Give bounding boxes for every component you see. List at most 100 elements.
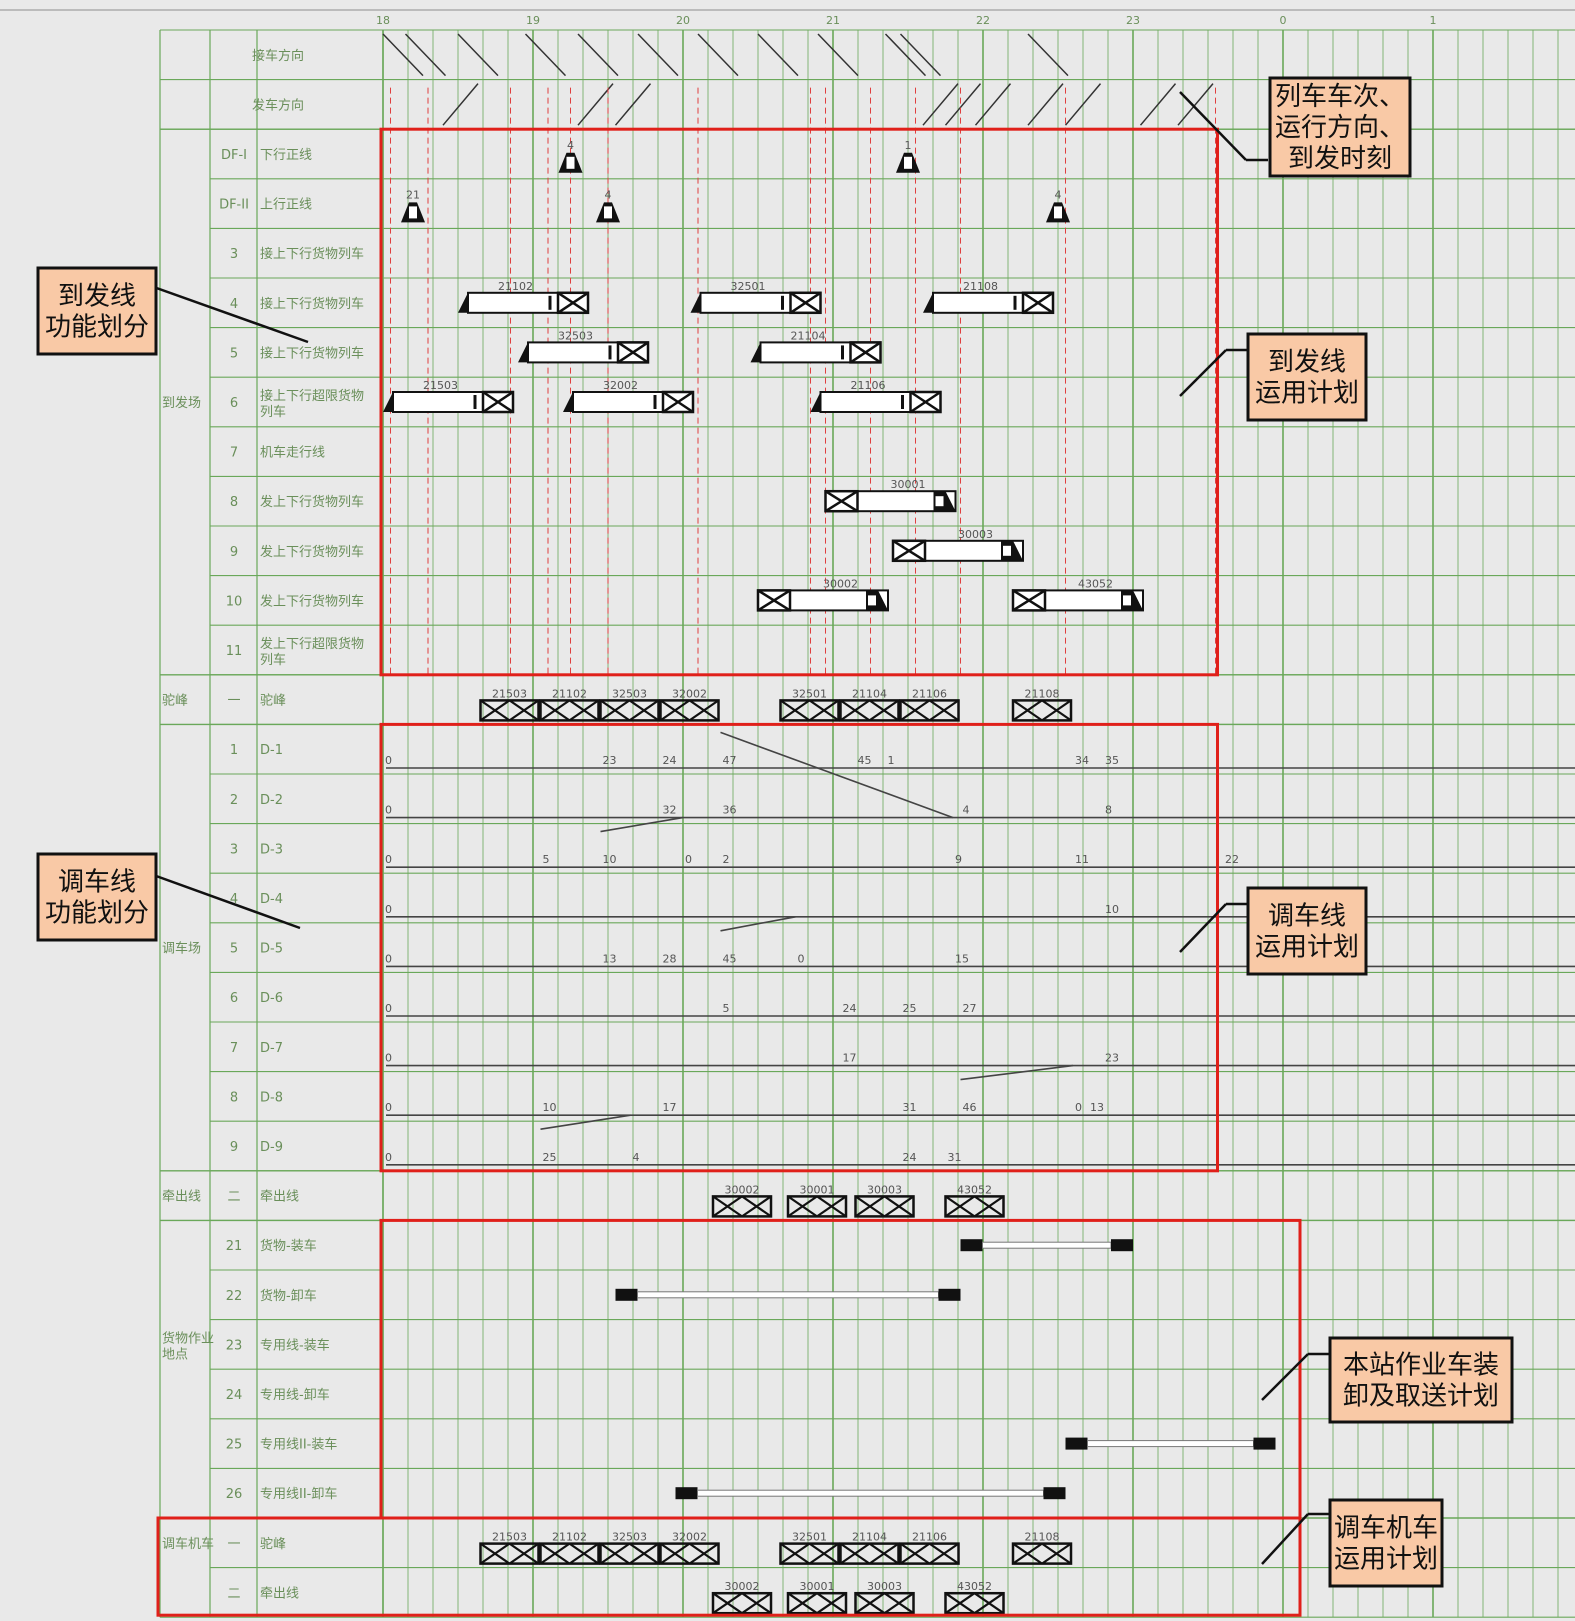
track-number: 一 [227, 694, 240, 709]
track-number: 7 [230, 1041, 238, 1056]
yard-car-count: 0 [1075, 1101, 1082, 1114]
callout-text: 调车机车 [1334, 1514, 1438, 1544]
hour-label: 1 [1430, 14, 1437, 27]
yard-car-count: 45 [858, 754, 872, 767]
track-name: 专用线II-装车 [260, 1437, 337, 1453]
yard-car-count: 24 [903, 1151, 917, 1164]
group-label: 驼峰 [162, 693, 188, 709]
yard-car-count: 0 [385, 903, 392, 916]
arrival-train-number: 21102 [498, 280, 533, 293]
callout-box [36, 852, 158, 942]
arrival-wedge [923, 292, 933, 313]
departure-direction-arrow [442, 83, 479, 126]
callout-box [36, 266, 158, 356]
main-line-mark-window [409, 206, 417, 219]
track-name: D-4 [260, 892, 283, 907]
yard-car-count: 0 [385, 804, 392, 817]
track-name: 列车 [260, 652, 286, 668]
track-name: 专用线-装车 [260, 1337, 330, 1353]
hump-operation-stroke [508, 699, 540, 722]
yard-car-count: 31 [903, 1101, 917, 1114]
hump-operation-stroke [1012, 699, 1043, 722]
yard-transfer-line [960, 1064, 1074, 1081]
departure-train-number: 30001 [891, 478, 926, 491]
departure-cross [824, 490, 859, 513]
hump-operation-label: 21106 [912, 687, 947, 700]
hump-engine-operation-stroke [628, 1542, 660, 1565]
arrival-wedge [383, 392, 393, 412]
hump-operation-label: 21104 [852, 687, 887, 700]
hump-engine-operation-label: 21102 [552, 1531, 587, 1544]
yard-car-count: 45 [723, 952, 737, 965]
departure-direction-arrow [577, 83, 614, 126]
track-number: 10 [226, 594, 243, 609]
arrival-wedge [458, 292, 468, 313]
track-number: 8 [230, 495, 238, 510]
arrival-wedge [563, 392, 573, 412]
pullout-operation-stroke [883, 1195, 915, 1218]
departure-wedge-window [935, 496, 944, 507]
callout-box [1328, 1336, 1514, 1424]
callout-text: 列车车次、 [1275, 82, 1405, 112]
arrival-wedge [690, 292, 701, 313]
arrival-train-number: 21503 [423, 379, 458, 392]
hump-operation-stroke [628, 699, 660, 722]
yard-car-count: 23 [1105, 1052, 1119, 1065]
track-number: 1 [230, 743, 238, 758]
hump-operation-stroke [479, 699, 511, 722]
yard-car-count: 0 [385, 1002, 392, 1015]
yard-transfer-line [540, 1114, 631, 1130]
track-name: 发上下行超限货物 [260, 636, 364, 652]
departure-train-number: 30003 [958, 528, 993, 541]
yard-car-count: 31 [948, 1151, 962, 1164]
arrival-direction-arrow [457, 33, 499, 77]
track-number: 一 [227, 1537, 240, 1552]
hump-operation-label: 21503 [492, 687, 527, 700]
arrival-direction-arrow [404, 33, 447, 77]
callouts: 列车车次、运行方向、到发时刻到发线功能划分到发线运用计划调车线功能划分调车线运用… [36, 76, 1514, 1588]
hump-engine-operation-stroke [659, 1542, 691, 1565]
main-line-mark-window [604, 206, 612, 219]
pullout-engine-operation-label: 30003 [867, 1580, 902, 1593]
yard-car-count: 35 [1105, 754, 1119, 767]
callout-box [1268, 76, 1412, 178]
hump-operation-label: 21108 [1025, 687, 1060, 700]
hump-operation-stroke [1041, 699, 1072, 722]
arrival-cross [617, 341, 649, 364]
yard-car-count: 23 [603, 754, 617, 767]
track-number: 21 [226, 1239, 243, 1254]
pullout-operation-label: 30003 [867, 1183, 902, 1196]
yard-transfer-line [720, 916, 796, 932]
track-name: D-6 [260, 991, 283, 1006]
track-name: 接上下行货物列车 [260, 246, 364, 262]
arrival-direction-arrow [1027, 33, 1069, 77]
pullout-operation-stroke [854, 1195, 886, 1218]
track-name: 下行正线 [260, 148, 312, 163]
yard-car-count: 0 [685, 853, 692, 866]
callout-leader [1179, 91, 1247, 161]
main-line-mark-label: 4 [1055, 188, 1062, 201]
departure-direction-arrow [944, 83, 982, 126]
yard-car-count: 13 [603, 952, 617, 965]
yard-car-count: 0 [385, 853, 392, 866]
loading-operation-span [982, 1241, 1112, 1249]
track-name: 发上下行货物列车 [260, 544, 364, 560]
departure-direction-arrow [974, 83, 1012, 126]
pullout-engine-operation-stroke [973, 1592, 1005, 1615]
arrival-direction-arrow [697, 33, 739, 77]
yard-car-count: 0 [385, 952, 392, 965]
main-line-mark-label: 1 [905, 139, 912, 152]
highlight-box-engine [156, 1516, 1302, 1617]
yard-car-count: 5 [543, 853, 550, 866]
main-line-mark-label: 4 [605, 188, 612, 201]
arrival-train-number: 32002 [603, 379, 638, 392]
hump-operation-stroke [839, 699, 871, 722]
pullout-operation-stroke [787, 1195, 818, 1218]
departure-direction-arrow [1177, 83, 1214, 126]
yard-car-count: 10 [1105, 903, 1119, 916]
yard-car-count: 25 [903, 1002, 917, 1015]
yard-car-count: 25 [543, 1151, 557, 1164]
yard-car-count: 46 [963, 1101, 977, 1114]
track-name: 机车走行线 [260, 445, 325, 461]
